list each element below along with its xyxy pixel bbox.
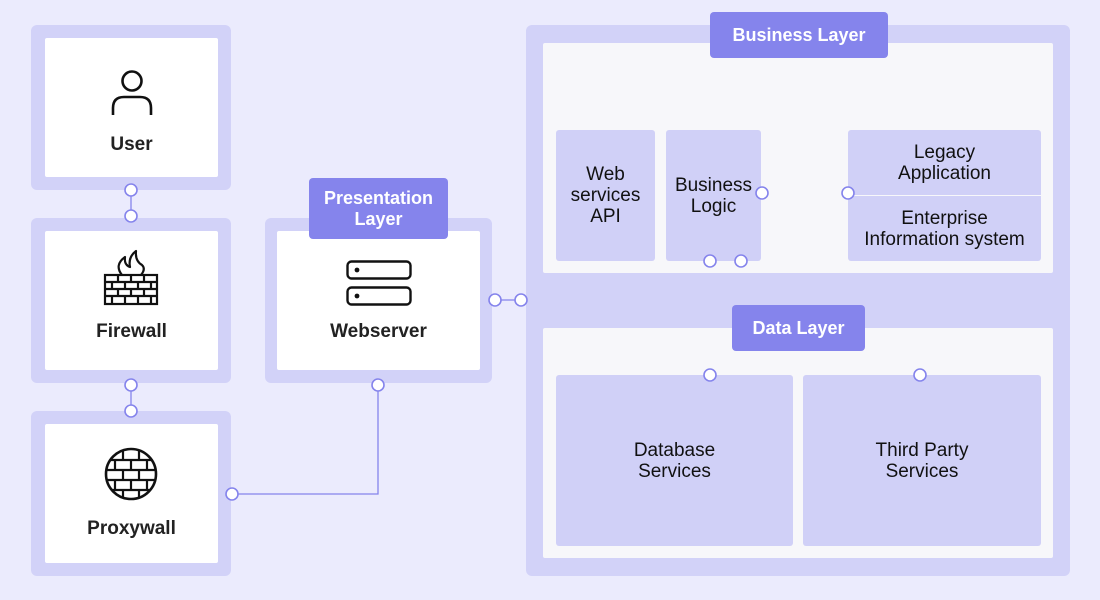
connector-dot (514, 293, 528, 307)
web-services-api-box[interactable]: Web services API (556, 130, 655, 261)
connector-dot (755, 186, 769, 200)
connector-dot (488, 293, 502, 307)
connector-dot (913, 368, 927, 382)
proxywall-label: Proxywall (87, 518, 176, 539)
user-label: User (110, 134, 153, 155)
legacy-enterprise-divider (848, 195, 1041, 196)
proxywall-card[interactable]: Proxywall (45, 424, 218, 563)
firewall-card[interactable]: Firewall (45, 231, 218, 370)
presentation-layer-tag: Presentation Layer (309, 178, 448, 239)
webserver-card[interactable]: Webserver (277, 231, 480, 370)
business-layer-tag: Business Layer (710, 12, 888, 58)
connector-dot (124, 404, 138, 418)
proxywall-icon (104, 447, 158, 501)
connector-dot (225, 487, 239, 501)
server-icon (346, 260, 412, 306)
user-card[interactable]: User (45, 38, 218, 177)
connector-dot (124, 209, 138, 223)
third-party-services-box[interactable]: Third Party Services (803, 375, 1041, 546)
connector-proxywall-webserver (232, 385, 379, 495)
connector-dot (124, 378, 138, 392)
user-icon (111, 70, 153, 115)
connector-dot (734, 254, 748, 268)
business-logic-box[interactable]: Business Logic (666, 130, 761, 261)
data-layer-tag: Data Layer (732, 305, 865, 351)
enterprise-information-system-box[interactable]: Enterprise Information system (864, 207, 1025, 250)
firewall-icon (103, 249, 159, 306)
webserver-label: Webserver (330, 321, 427, 342)
firewall-label: Firewall (96, 321, 167, 342)
legacy-application-box[interactable]: Legacy Application (898, 141, 991, 184)
connector-dot (703, 254, 717, 268)
connector-dot (703, 368, 717, 382)
connector-dot (371, 378, 385, 392)
database-services-box[interactable]: Database Services (556, 375, 793, 546)
connector-dot (124, 183, 138, 197)
connector-dot (841, 186, 855, 200)
